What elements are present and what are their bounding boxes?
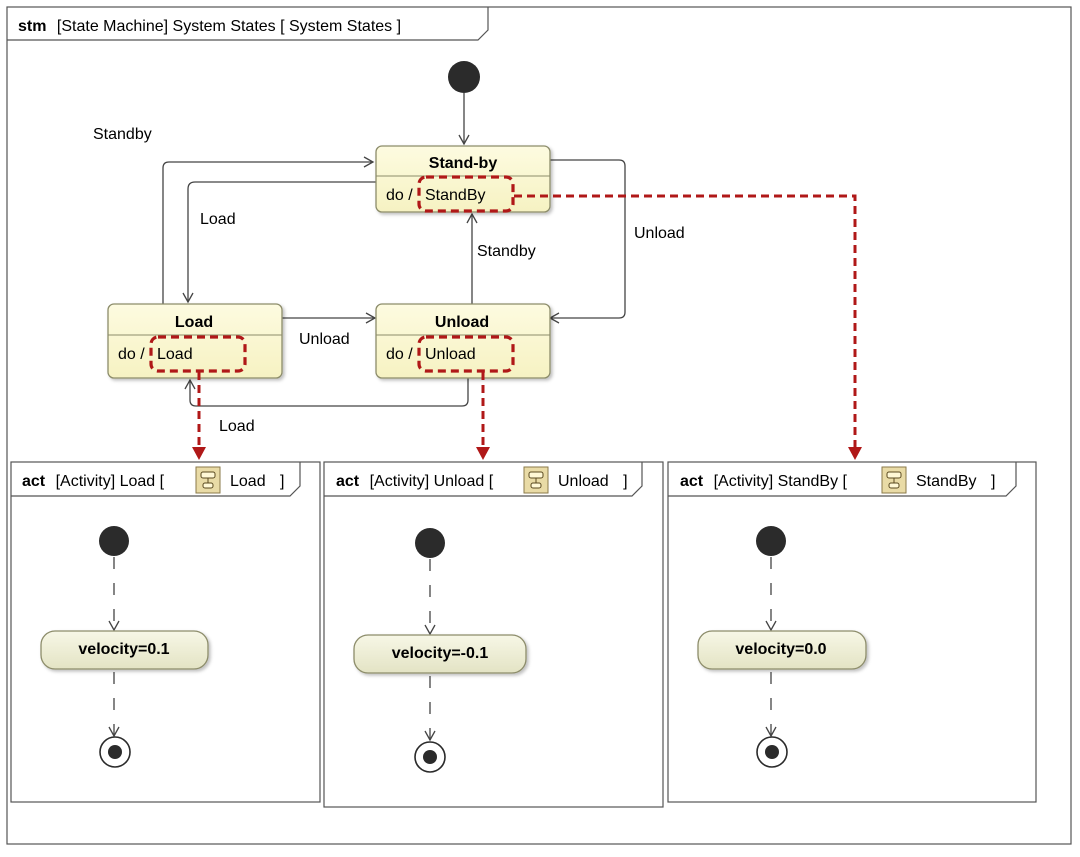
activity-frame-load: act [Activity] Load [ Load ] velocity=0.… [10,461,321,803]
activity-unload-final-node[interactable] [414,741,446,773]
activity-frame-standby: act [Activity] StandBy [ StandBy ] veloc… [667,461,1037,803]
state-unload-name: Unload [435,314,489,331]
activity-load-action[interactable]: velocity=0.1 [40,630,209,670]
state-standby-do-prefix: do / [386,187,413,204]
activity-unload-initial-node[interactable] [415,528,445,558]
label-standby-to-load: Load [200,211,236,228]
activity-icon [195,466,221,494]
link-unload-arrowhead [476,447,490,460]
label-load-to-standby: Standby [93,126,152,143]
activity-standby-header: act [Activity] StandBy [ [680,473,848,490]
state-load-do-prefix: do / [118,346,145,363]
state-load-do-activity[interactable]: Load [157,346,193,363]
activity-unload-header: act [Activity] Unload [ [336,473,494,490]
activity-unload-keyword: act [336,473,360,490]
link-load-arrowhead [192,447,206,460]
activity-standby-final-node[interactable] [756,736,788,768]
state-load-name: Load [175,314,213,331]
activity-icon [523,466,549,494]
activity-standby-title: [Activity] StandBy [ [714,473,848,490]
state-unload-do-activity[interactable]: Unload [425,346,476,363]
state-standby[interactable]: Stand-by do / StandBy [375,145,551,213]
activity-unload-title: [Activity] Unload [ [370,473,494,490]
highlight-standby [417,175,515,213]
activity-load-keyword: act [22,473,46,490]
link-standby-arrowhead [848,447,862,460]
activity-standby-action-label: velocity=0.0 [735,641,826,658]
highlight-unload [417,335,515,373]
stm-title: [State Machine] System States [ System S… [57,18,401,35]
state-load[interactable]: Load do / Load [107,303,283,379]
state-unload[interactable]: Unload do / Unload [375,303,551,379]
transition-standby-to-load[interactable] [182,181,376,304]
activity-standby-keyword: act [680,473,704,490]
activity-standby-action[interactable]: velocity=0.0 [697,630,867,670]
link-standby-to-activity [514,194,857,448]
activity-unload-name: Unload ] [558,473,628,490]
stm-keyword: stm [18,18,46,35]
activity-load-name: Load ] [230,473,285,490]
activity-unload-action[interactable]: velocity=-0.1 [353,634,527,674]
label-load-to-unload: Unload [299,331,350,348]
activity-standby-initial-node[interactable] [756,526,786,556]
state-unload-do-prefix: do / [386,346,413,363]
activity-standby-name: StandBy ] [916,473,995,490]
activity-icon [881,466,907,494]
activity-load-final-node[interactable] [99,736,131,768]
label-unload-to-standby: Standby [477,243,536,260]
transition-standby-to-unload[interactable] [548,159,626,324]
label-unload-to-load: Load [219,418,255,435]
activity-frame-unload: act [Activity] Unload [ Unload ] velocit… [323,461,664,808]
activity-load-header: act [Activity] Load [ [22,473,165,490]
activity-load-title: [Activity] Load [ [56,473,165,490]
activity-load-initial-node[interactable] [99,526,129,556]
stm-frame-header: stm [State Machine] System States [ Syst… [18,18,401,35]
transition-load-to-standby[interactable] [162,156,375,304]
initial-node[interactable] [448,61,480,93]
activity-unload-action-label: velocity=-0.1 [392,645,489,662]
transition-unload-to-load[interactable] [184,378,469,407]
state-standby-do-activity[interactable]: StandBy [425,187,485,204]
highlight-load [149,335,247,373]
activity-load-action-label: velocity=0.1 [78,641,169,658]
state-standby-name: Stand-by [429,155,498,172]
label-standby-to-unload: Unload [634,225,685,242]
